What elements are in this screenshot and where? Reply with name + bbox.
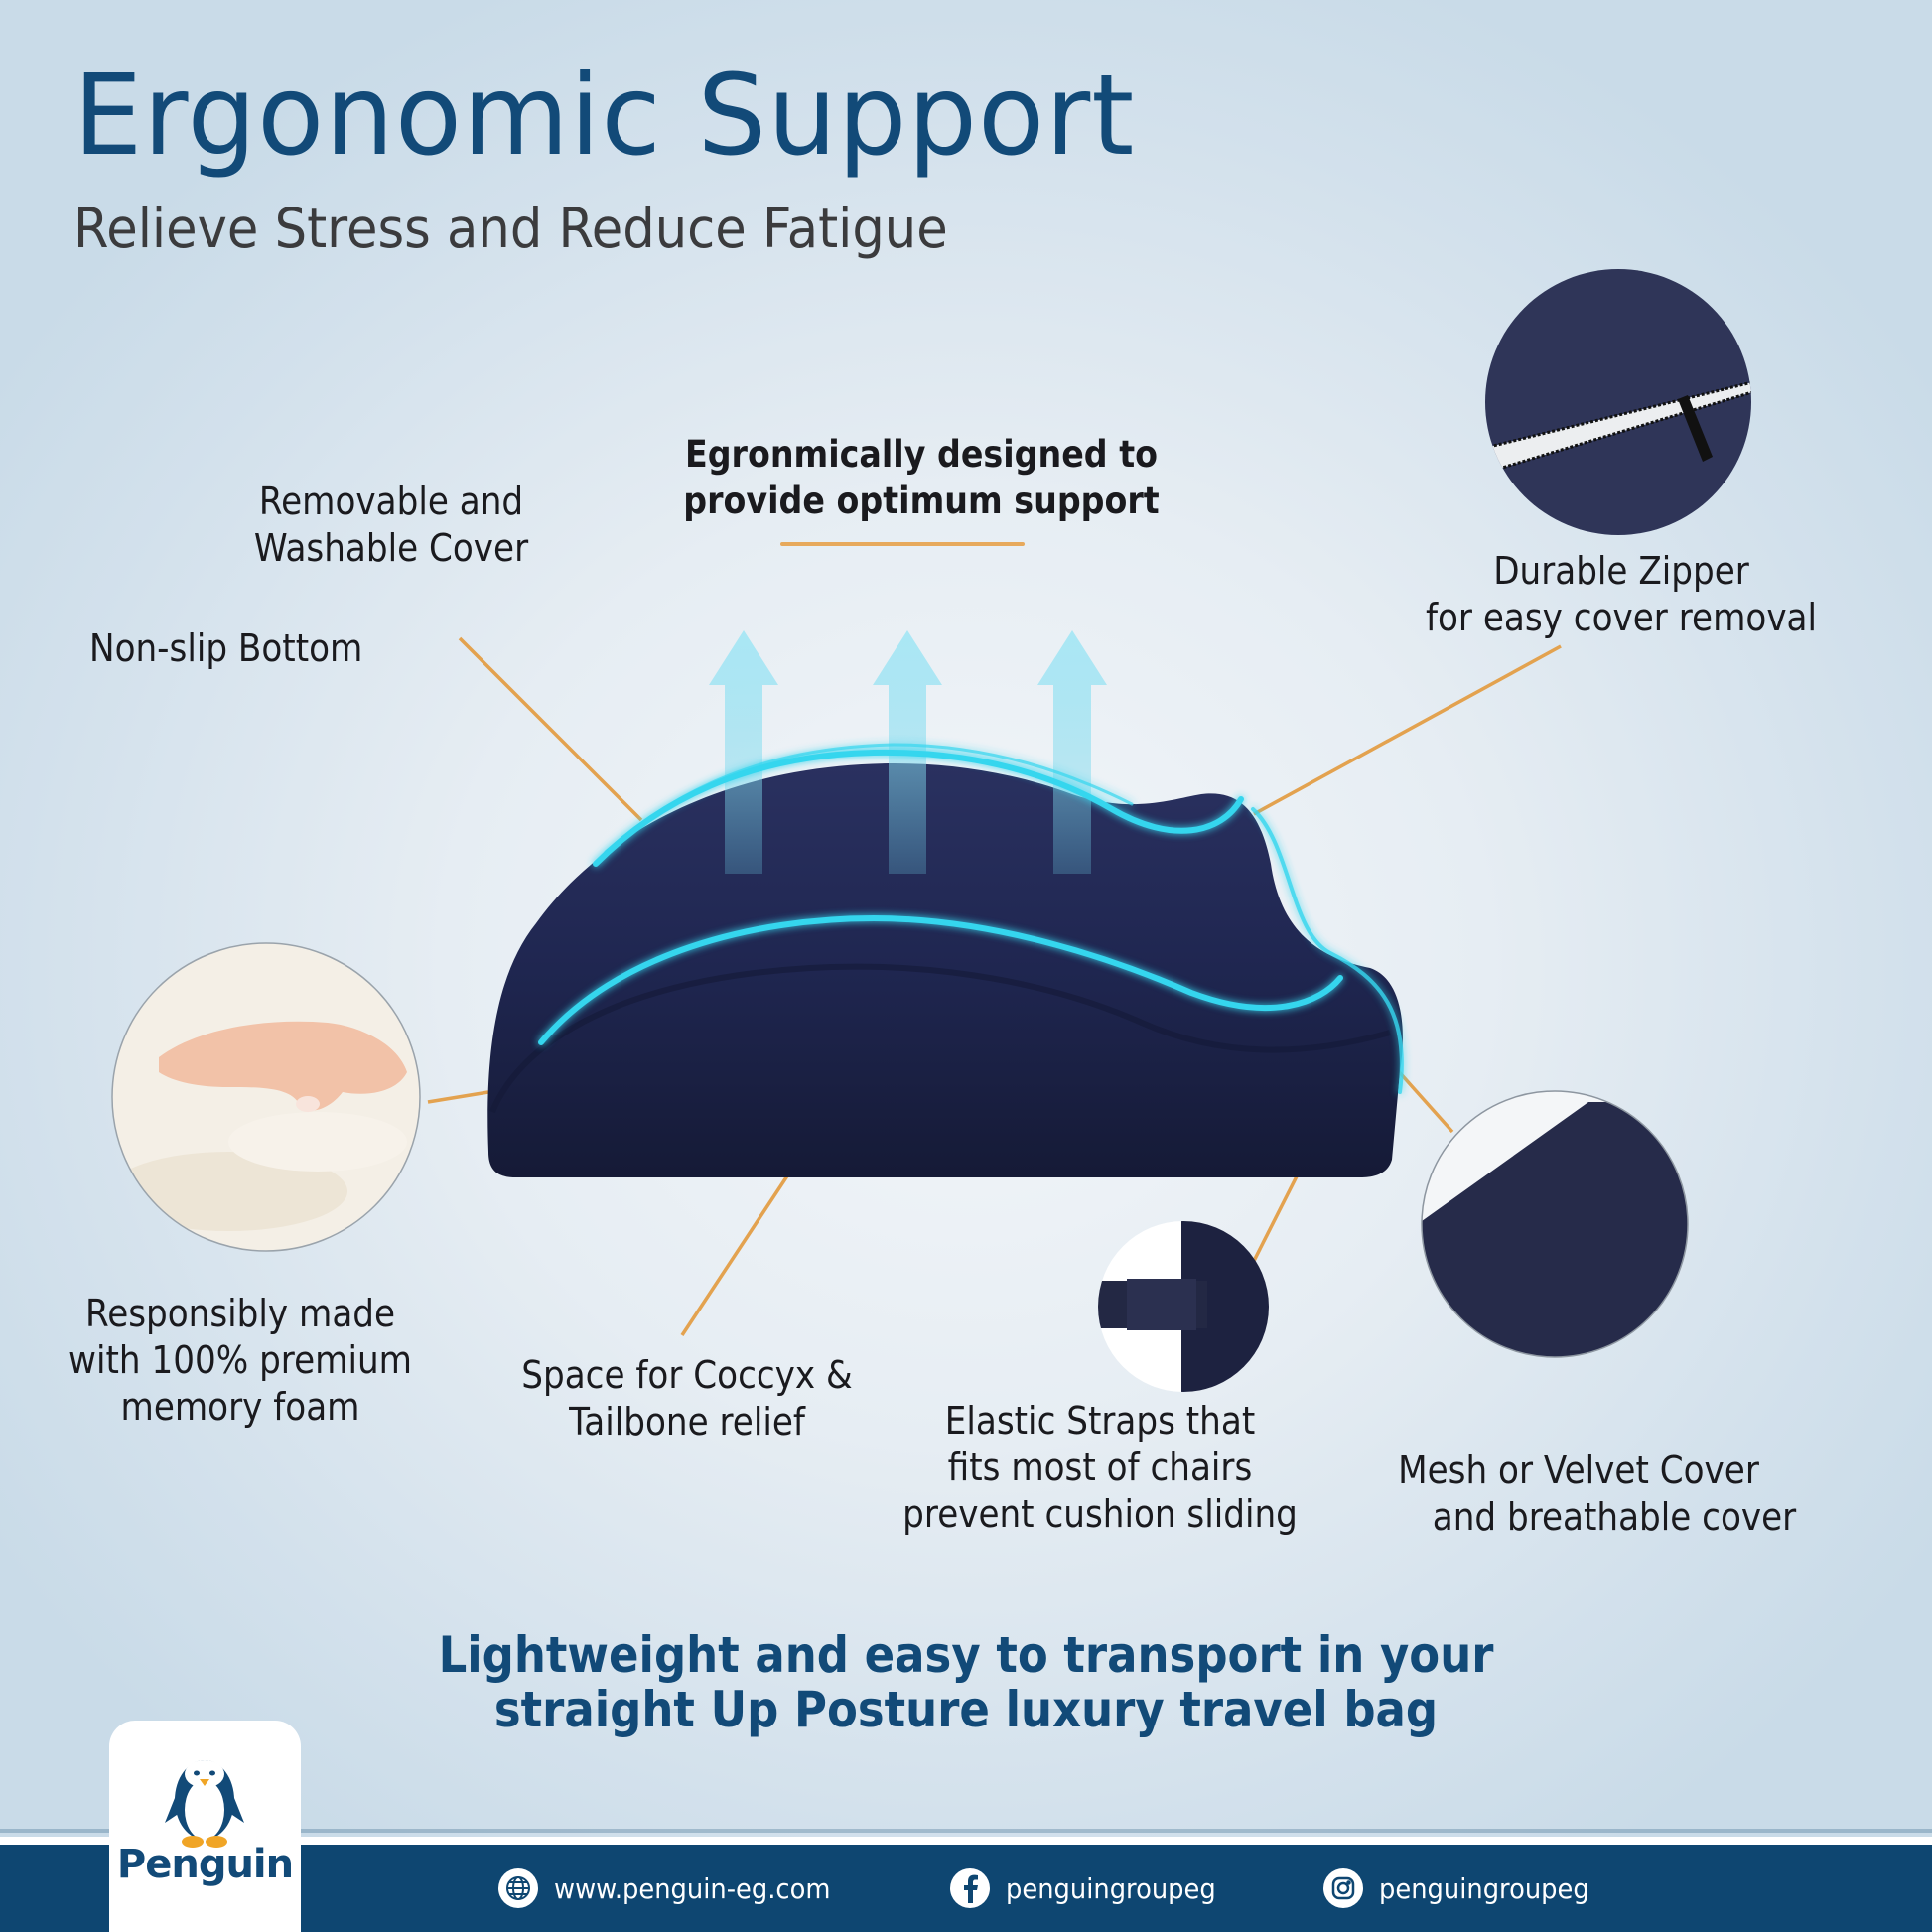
facebook-label: penguingroupeg xyxy=(1006,1871,1216,1905)
memory-foam-image xyxy=(112,943,420,1251)
velvet-cover-image xyxy=(1422,1091,1688,1357)
website-label: www.penguin-eg.com xyxy=(554,1871,831,1905)
feature-line: Space for Coccyx & xyxy=(521,1353,853,1397)
elastic-strap-image xyxy=(1098,1221,1269,1392)
page-subtitle: Relieve Stress and Reduce Fatigue xyxy=(73,197,948,260)
instagram-icon xyxy=(1323,1868,1363,1908)
feature-removable-cover: Removable and Washable Cover xyxy=(212,479,570,572)
feature-line: prevent cushion sliding xyxy=(902,1492,1298,1536)
tagline: Lightweight and easy to transport in you… xyxy=(0,1628,1932,1737)
feature-velvet-cover: Mesh or Velvet Cover and breathable cove… xyxy=(1382,1448,1811,1541)
instagram-link[interactable]: penguingroupeg xyxy=(1323,1866,1607,1910)
page-title: Ergonomic Support xyxy=(73,52,1136,181)
feature-zipper: Durable Zipper for easy cover removal xyxy=(1398,548,1845,641)
leader-lines xyxy=(427,636,1562,1336)
instagram-label: penguingroupeg xyxy=(1379,1871,1589,1905)
tagline-line-1: Lightweight and easy to transport in you… xyxy=(438,1626,1494,1684)
globe-icon xyxy=(498,1868,538,1908)
facebook-icon xyxy=(950,1868,990,1908)
footer-shadow xyxy=(0,1829,1932,1833)
headline-divider xyxy=(780,542,1025,546)
feature-line: Durable Zipper xyxy=(1493,549,1749,593)
feature-line: Removable and xyxy=(258,480,524,523)
feature-coccyx: Space for Coccyx & Tailbone relief xyxy=(508,1352,866,1446)
feature-line: Mesh or Velvet Cover xyxy=(1398,1449,1759,1492)
tagline-line-2: straight Up Posture luxury travel bag xyxy=(493,1681,1439,1738)
feature-line: Elastic Straps that xyxy=(944,1399,1256,1443)
feature-non-slip: Non-slip Bottom xyxy=(89,625,362,672)
facebook-link[interactable]: penguingroupeg xyxy=(950,1866,1234,1910)
zipper-image xyxy=(1485,269,1751,535)
website-link[interactable]: www.penguin-eg.com xyxy=(498,1866,855,1910)
feature-line: for easy cover removal xyxy=(1425,596,1818,639)
headline: Egronmically designed to provide optimum… xyxy=(653,431,1189,524)
feature-elastic-straps: Elastic Straps that fits most of chairs … xyxy=(877,1398,1323,1538)
feature-line: and breathable cover xyxy=(1432,1495,1797,1539)
feature-line: Tailbone relief xyxy=(569,1400,805,1444)
feature-memory-foam: Responsibly made with 100% premium memor… xyxy=(62,1291,419,1431)
feature-line: Washable Cover xyxy=(253,526,529,570)
headline-line-1: Egronmically designed to xyxy=(684,433,1159,476)
feature-line: with 100% premium xyxy=(69,1338,412,1382)
feature-line: fits most of chairs xyxy=(947,1446,1253,1489)
feature-line: Responsibly made xyxy=(84,1292,396,1335)
headline-line-2: provide optimum support xyxy=(683,480,1160,522)
brand-name: Penguin xyxy=(116,1842,294,1887)
feature-line: Non-slip Bottom xyxy=(89,626,363,670)
penguin-icon xyxy=(165,1760,244,1848)
feature-line: memory foam xyxy=(120,1385,360,1429)
support-curves xyxy=(538,743,1404,1094)
brand-logo[interactable]: Penguin xyxy=(109,1721,301,1932)
